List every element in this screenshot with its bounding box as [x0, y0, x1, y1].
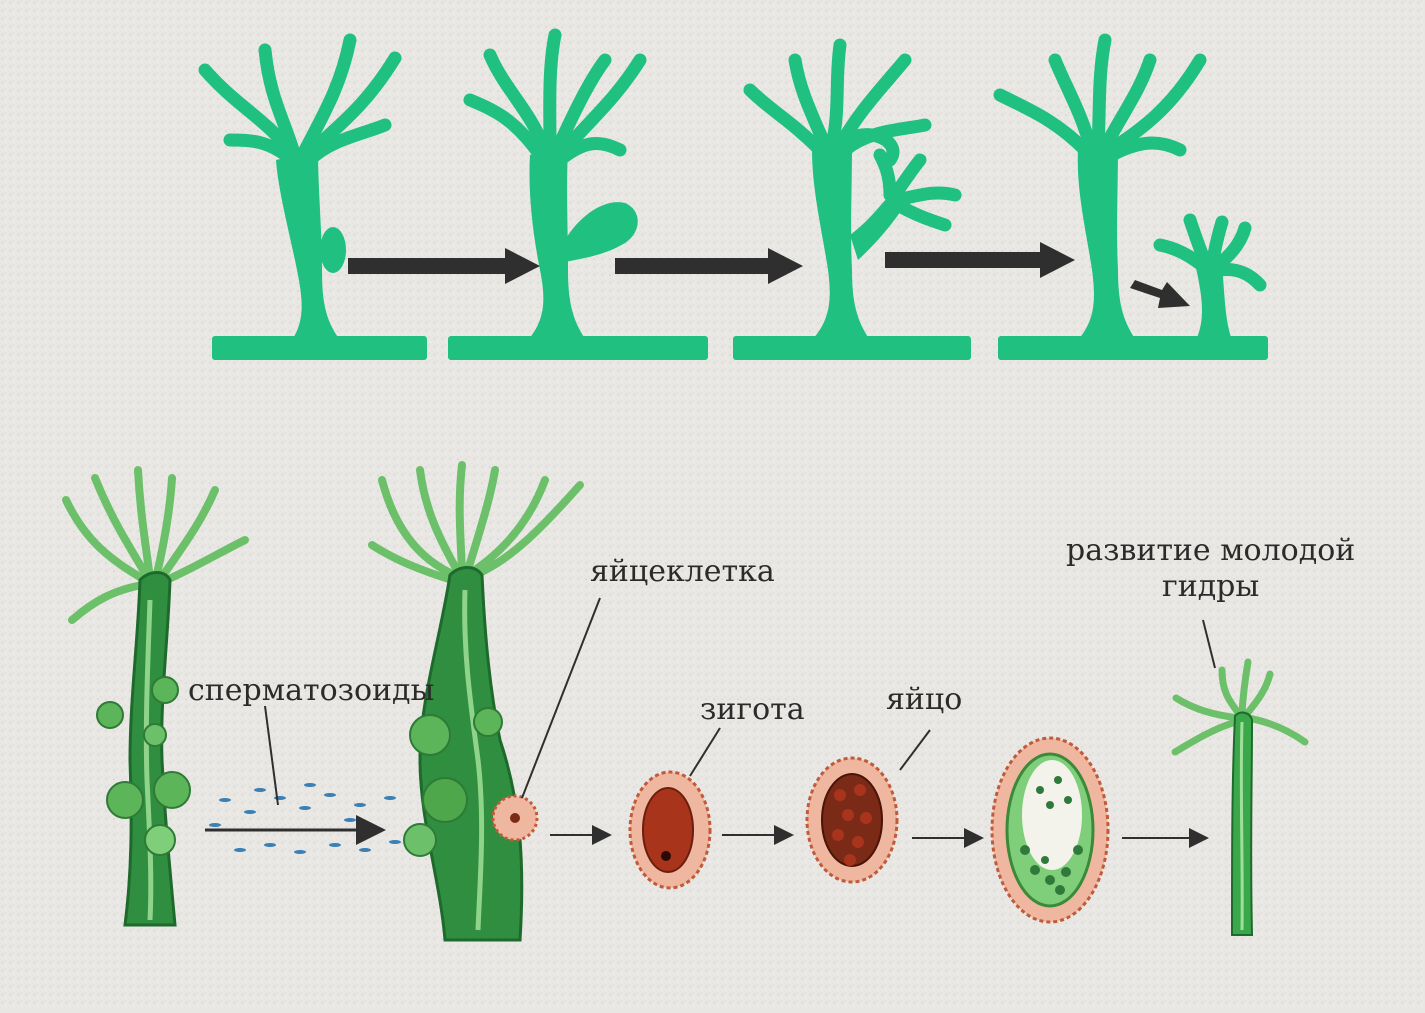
- label-zygote: зигота: [700, 692, 805, 728]
- ovary-bulge-4: [404, 824, 436, 856]
- label-spermatozoids: сперматозоиды: [188, 673, 434, 709]
- zygote-nucleus: [661, 851, 671, 861]
- label-young-hydra-line-1: развитие молодой: [1066, 533, 1355, 569]
- testis-1: [97, 702, 123, 728]
- ovary-bulge-3: [423, 778, 467, 822]
- label-young-hydra-line-2: гидры: [1066, 569, 1355, 605]
- young-hydra-highlight: [1241, 722, 1242, 930]
- egg-cell-nucleus: [510, 813, 520, 823]
- label-egg: яйцо: [886, 682, 962, 718]
- egg-core: [822, 774, 882, 866]
- egg: [807, 758, 897, 882]
- zygote: [630, 772, 710, 888]
- label-egg-cell: яйцеклетка: [590, 554, 775, 590]
- ovary-bulge-2: [474, 708, 502, 736]
- embryo: [992, 738, 1108, 922]
- testis-4: [154, 772, 190, 808]
- ovary-bulge-1: [410, 715, 450, 755]
- testis-6: [145, 825, 175, 855]
- testis-3: [107, 782, 143, 818]
- testis-5: [144, 724, 166, 746]
- bud-1: [320, 227, 346, 273]
- testis-2: [152, 677, 178, 703]
- label-young-hydra-development: развитие молодой гидры: [1066, 533, 1355, 605]
- embryo-cavity: [1022, 760, 1082, 870]
